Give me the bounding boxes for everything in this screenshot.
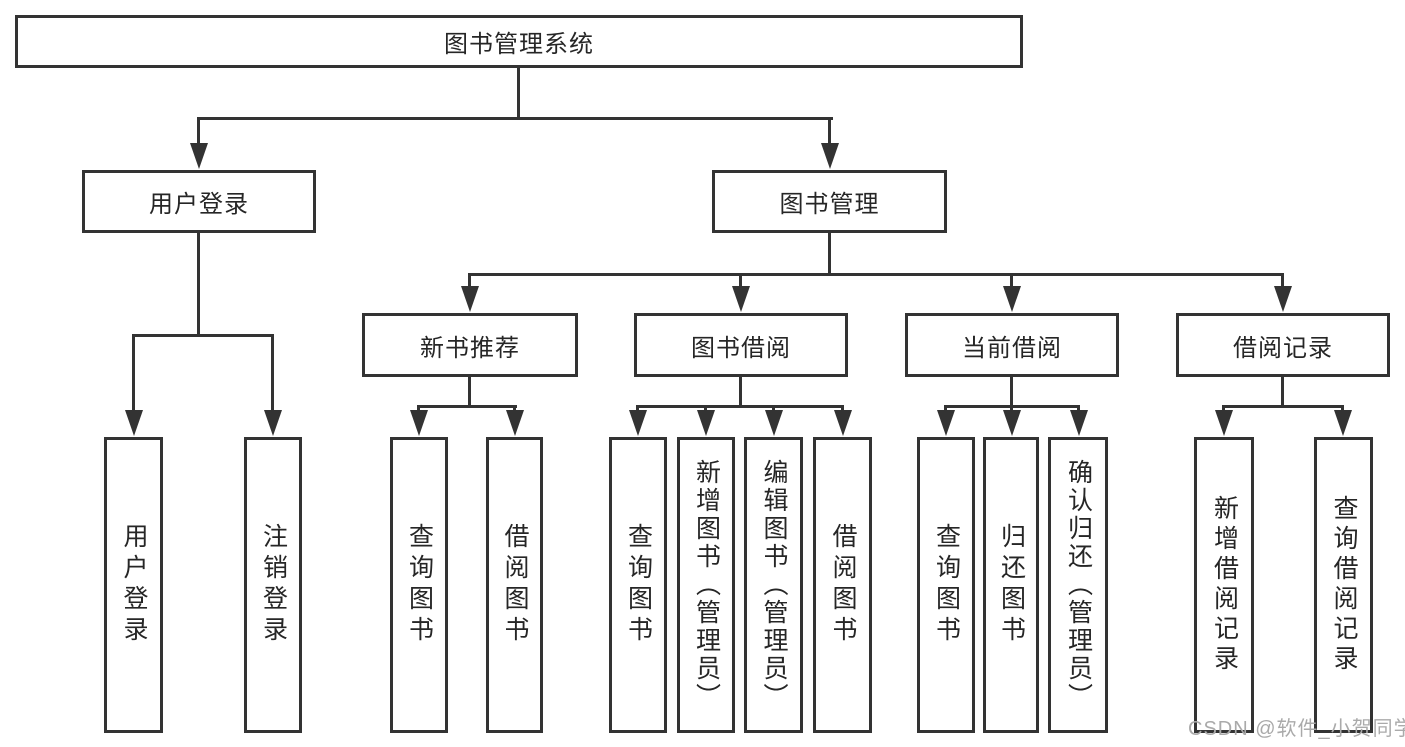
arrowhead-c4 xyxy=(834,410,852,436)
leaf-logout: 注销登录 xyxy=(244,437,302,733)
leaf-edit-books-admin-label: 编辑图书（管理员） xyxy=(760,459,788,711)
node-book-management: 图书管理 xyxy=(712,170,947,233)
leaf-add-books-admin: 新增图书（管理员） xyxy=(677,437,735,733)
node-new-book-recommend: 新书推荐 xyxy=(362,313,578,377)
leaf-borrow-books-borrowing-label: 借阅图书 xyxy=(829,523,857,647)
leaf-borrow-books-recommend: 借阅图书 xyxy=(486,437,543,733)
leaf-user-login-label: 用户登录 xyxy=(120,523,148,647)
leaf-query-borrow-record-label: 查询借阅记录 xyxy=(1330,495,1358,675)
connector-book-management-rail xyxy=(468,273,1284,276)
connector-book-borrow-stem xyxy=(739,377,742,408)
leaf-logout-label: 注销登录 xyxy=(259,523,288,647)
leaf-confirm-return-admin-label: 确认归还（管理员） xyxy=(1064,459,1093,711)
arrowhead-d3 xyxy=(1070,410,1088,436)
node-book-management-label: 图书管理 xyxy=(779,191,880,218)
leaf-edit-books-admin: 编辑图书（管理员） xyxy=(744,437,803,733)
node-borrowing-records-label: 借阅记录 xyxy=(1233,334,1333,362)
connector-root-stem xyxy=(517,68,520,120)
arrowhead-d1 xyxy=(937,410,955,436)
connector-root-rail xyxy=(197,117,833,120)
arrowhead-e2 xyxy=(1334,410,1352,436)
connector-new-book-rail xyxy=(417,405,517,408)
leaf-query-books-borrowing-label: 查询图书 xyxy=(624,523,653,647)
arrowhead-b1 xyxy=(410,410,428,436)
connector-new-book-stem xyxy=(468,377,471,408)
connector-book-borrow-rail xyxy=(636,405,844,408)
connector-book-management-stem xyxy=(828,233,831,276)
arrowhead-c1 xyxy=(629,410,647,436)
node-root-label: 图书管理系统 xyxy=(444,31,594,58)
node-borrowing-records: 借阅记录 xyxy=(1176,313,1390,377)
connector-drop-leaf-login xyxy=(132,334,135,412)
connector-user-login-rail xyxy=(132,334,274,337)
arrowhead-b2 xyxy=(506,410,524,436)
arrowhead-book-management xyxy=(821,143,839,169)
csdn-watermark: CSDN @软件_小贺同学 xyxy=(1188,718,1405,740)
arrowhead-c2 xyxy=(697,410,715,436)
leaf-user-login: 用户登录 xyxy=(104,437,163,733)
node-new-book-recommend-label: 新书推荐 xyxy=(420,334,520,362)
connector-drop-current-borrow xyxy=(1010,273,1013,291)
node-current-borrowing-label: 当前借阅 xyxy=(962,334,1062,362)
arrowhead-borrow-records xyxy=(1274,286,1292,312)
leaf-add-borrow-record: 新增借阅记录 xyxy=(1194,437,1254,733)
node-root: 图书管理系统 xyxy=(15,15,1023,68)
connector-drop-book-borrow xyxy=(739,273,742,291)
connector-drop-new-book xyxy=(468,273,471,291)
arrowhead-e1 xyxy=(1215,410,1233,436)
connector-borrow-records-rail xyxy=(1222,405,1344,408)
connector-borrow-records-stem xyxy=(1281,377,1284,408)
leaf-query-books-borrowing: 查询图书 xyxy=(609,437,667,733)
node-book-borrowing-label: 图书借阅 xyxy=(691,334,791,362)
connector-drop-user-login xyxy=(197,117,200,145)
node-user-login-label: 用户登录 xyxy=(149,191,249,218)
arrowhead-book-borrow xyxy=(732,286,750,312)
leaf-add-borrow-record-label: 新增借阅记录 xyxy=(1210,495,1239,675)
node-user-login: 用户登录 xyxy=(82,170,316,233)
connector-drop-book-management xyxy=(828,117,831,145)
arrowhead-d2 xyxy=(1003,410,1021,436)
connector-current-borrow-stem xyxy=(1010,377,1013,408)
arrowhead-user-login xyxy=(190,143,208,169)
leaf-return-books: 归还图书 xyxy=(983,437,1039,733)
arrowhead-leaf-login xyxy=(125,410,143,436)
arrowhead-new-book xyxy=(461,286,479,312)
leaf-query-books-current: 查询图书 xyxy=(917,437,975,733)
arrowhead-current-borrow xyxy=(1003,286,1021,312)
leaf-query-borrow-record: 查询借阅记录 xyxy=(1314,437,1373,733)
arrowhead-c3 xyxy=(765,410,783,436)
connector-drop-borrow-records xyxy=(1281,273,1284,291)
leaf-borrow-books-recommend-label: 借阅图书 xyxy=(501,523,529,647)
connector-user-login-stem xyxy=(197,233,200,337)
arrowhead-leaf-logout xyxy=(264,410,282,436)
leaf-borrow-books-borrowing: 借阅图书 xyxy=(813,437,872,733)
leaf-query-books-recommend: 查询图书 xyxy=(390,437,448,733)
leaf-confirm-return-admin: 确认归还（管理员） xyxy=(1048,437,1108,733)
leaf-query-books-recommend-label: 查询图书 xyxy=(405,523,434,647)
node-book-borrowing: 图书借阅 xyxy=(634,313,848,377)
connector-drop-leaf-logout xyxy=(271,334,274,412)
leaf-return-books-label: 归还图书 xyxy=(997,523,1026,647)
leaf-add-books-admin-label: 新增图书（管理员） xyxy=(692,459,721,711)
node-current-borrowing: 当前借阅 xyxy=(905,313,1119,377)
leaf-query-books-current-label: 查询图书 xyxy=(932,523,961,647)
